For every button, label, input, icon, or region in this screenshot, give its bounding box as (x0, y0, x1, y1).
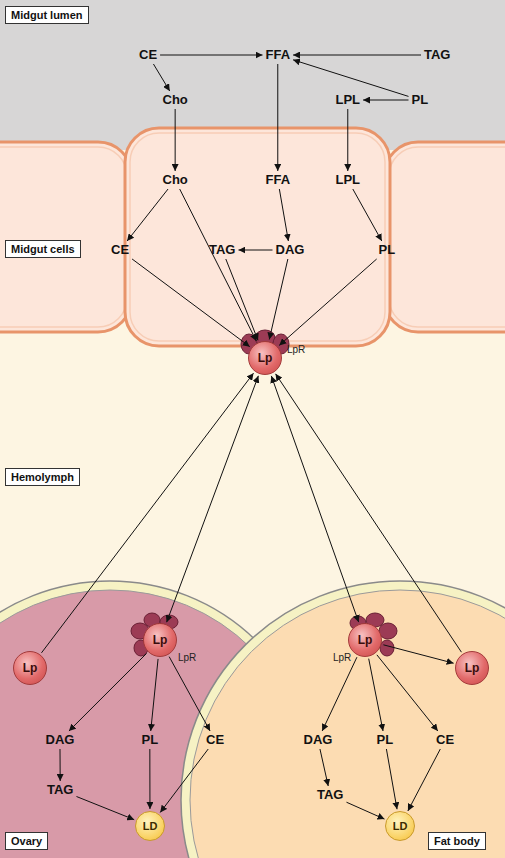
lipid-term: TAG (207, 242, 237, 258)
lipid-term: PL (410, 92, 431, 108)
lipophorin-circle: Lp (348, 623, 382, 657)
lipophorin-circle: Lp (13, 651, 47, 685)
lipid-term: CE (204, 732, 226, 748)
midgut-cell (384, 142, 505, 332)
cell-membrane-inner (130, 133, 385, 341)
lipid-term: LPL (334, 92, 363, 108)
organ-drawing (180, 580, 505, 858)
node-text: PL (412, 92, 429, 107)
organ-interior (190, 590, 505, 858)
lipophorin-circle: Lp (143, 623, 177, 657)
node-text: LPL (336, 172, 361, 187)
lipophorin-circle: Lp (248, 341, 282, 375)
transport-arrow (271, 376, 358, 622)
lipid-term: TAG (422, 47, 452, 63)
lipid-droplet: LD (135, 811, 165, 841)
node-text: Lp (258, 351, 273, 365)
receptor-label: LpR (287, 344, 305, 355)
lipid-term: PL (375, 732, 396, 748)
region-label: Ovary (5, 832, 48, 850)
lipid-term: PL (140, 732, 161, 748)
midgut-cells-drawing (0, 122, 505, 350)
lipid-term: CE (434, 732, 456, 748)
midgut-cell (125, 128, 390, 346)
node-text: TAG (47, 782, 73, 797)
region-label: Fat body (428, 832, 486, 850)
receptor-label: LpR (333, 652, 351, 663)
receptor-label: LpR (178, 652, 196, 663)
lipid-term: DAG (44, 732, 77, 748)
lipid-term: TAG (45, 782, 75, 798)
node-text: Cho (163, 92, 188, 107)
node-text: CE (436, 732, 454, 747)
region-label: Midgut lumen (5, 6, 89, 24)
node-text: CE (206, 732, 224, 747)
node-text: FFA (266, 172, 291, 187)
cell-membrane-inner (389, 147, 505, 327)
region-band: LpLpLpDAGPLCETAGLDOvaryLpLpDAGPLCETAGLDF… (0, 350, 505, 858)
lipid-term: FFA (264, 47, 293, 63)
node-text: TAG (424, 47, 450, 62)
lipid-term: Cho (161, 172, 190, 188)
node-text: CE (139, 47, 157, 62)
lipid-term: PL (377, 242, 398, 258)
lipid-term: LPL (334, 172, 363, 188)
midgut-cell (0, 142, 132, 332)
node-text: FFA (266, 47, 291, 62)
lipid-term: DAG (274, 242, 307, 258)
cell-membrane-inner (0, 147, 127, 327)
node-text: PL (142, 732, 159, 747)
node-text: CE (111, 242, 129, 257)
organ-circle: LpLpDAGPLCETAGLDFat body (180, 580, 505, 858)
transport-arrow (167, 376, 259, 622)
node-text: LPL (336, 92, 361, 107)
node-text: DAG (276, 242, 305, 257)
lipid-term: Cho (161, 92, 190, 108)
node-text: LD (393, 820, 408, 832)
node-text: Lp (358, 633, 373, 647)
region-label: Midgut cells (5, 240, 81, 258)
receptor-symbol (380, 640, 394, 656)
lipid-term: CE (109, 242, 131, 258)
lipid-term: FFA (264, 172, 293, 188)
node-text: Lp (23, 661, 38, 675)
cell-layer: Cho FFA LPL CE TAG DAG PL Midgut cells (0, 122, 505, 350)
node-text: PL (377, 732, 394, 747)
node-text: PL (379, 242, 396, 257)
node-text: DAG (304, 732, 333, 747)
region-label: Hemolymph (5, 468, 80, 486)
lipid-term: DAG (302, 732, 335, 748)
lipid-droplet: LD (385, 811, 415, 841)
organ-membrane (181, 581, 505, 858)
node-text: DAG (46, 732, 75, 747)
node-text: LD (143, 820, 158, 832)
lipid-term: TAG (315, 787, 345, 803)
node-text: Lp (153, 633, 168, 647)
node-text: TAG (317, 787, 343, 802)
lipid-term: CE (137, 47, 159, 63)
lipophorin-circle: Lp (455, 651, 489, 685)
node-text: TAG (209, 242, 235, 257)
node-text: Cho (163, 172, 188, 187)
node-text: Lp (465, 661, 480, 675)
